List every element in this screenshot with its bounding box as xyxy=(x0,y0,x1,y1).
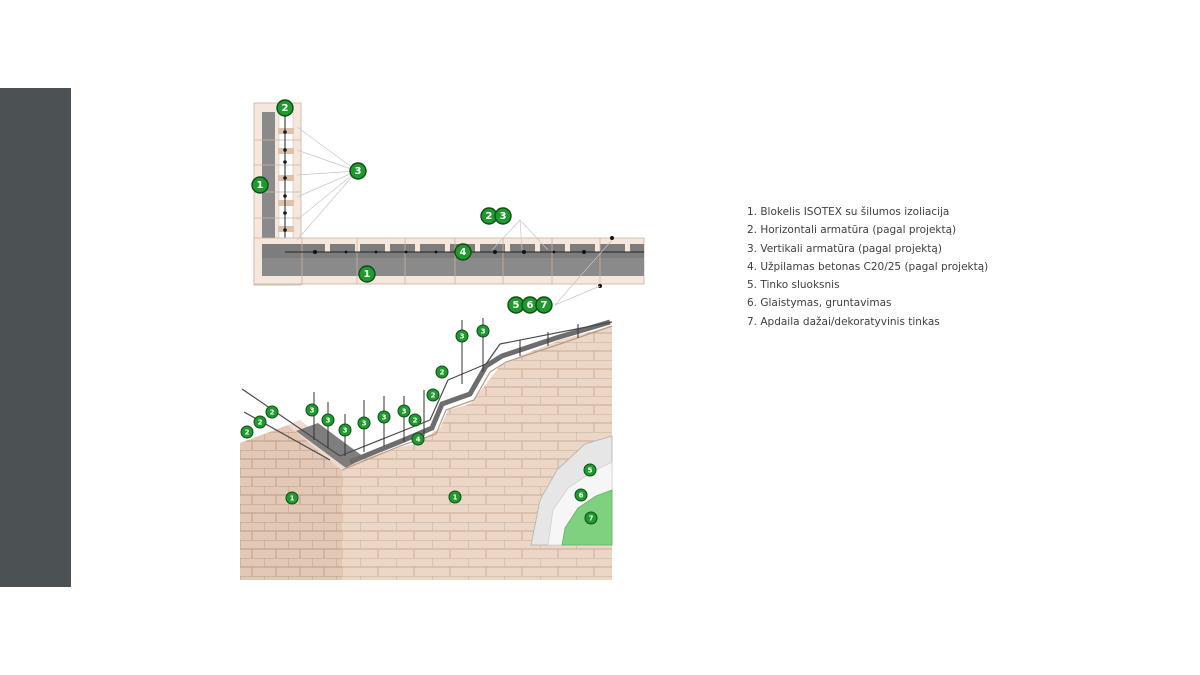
svg-text:3: 3 xyxy=(500,211,507,222)
svg-text:2: 2 xyxy=(486,211,493,222)
plan-badge-6: 4 xyxy=(454,243,472,261)
iso-badge-2: 3 xyxy=(476,324,490,338)
svg-text:2: 2 xyxy=(245,428,250,436)
iso-badge-7: 2 xyxy=(240,425,254,439)
svg-text:6: 6 xyxy=(579,491,584,499)
legend: 1. Blokelis ISOTEX su šilumos izoliacija… xyxy=(747,203,988,331)
iso-badge-6: 2 xyxy=(253,415,267,429)
side-band xyxy=(0,88,71,587)
iso-badge-19: 6 xyxy=(574,488,588,502)
iso-badge-11: 3 xyxy=(357,416,371,430)
plan-badge-4: 2 xyxy=(480,207,498,225)
iso-badge-9: 3 xyxy=(321,413,335,427)
svg-text:6: 6 xyxy=(527,300,534,311)
iso-badge-3: 2 xyxy=(435,365,449,379)
svg-text:3: 3 xyxy=(460,332,465,340)
iso-badge-8: 3 xyxy=(305,403,319,417)
legend-item-3: 3. Vertikali armatūra (pagal projektą) xyxy=(747,242,942,255)
svg-text:4: 4 xyxy=(460,247,467,258)
iso-badge-17: 1 xyxy=(448,490,462,504)
svg-text:1: 1 xyxy=(290,494,295,502)
svg-text:3: 3 xyxy=(343,426,348,434)
svg-text:1: 1 xyxy=(453,493,458,501)
legend-item-4: 4. Užpilamas betonas C20/25 (pagal proje… xyxy=(747,260,989,273)
plan-badge-2: 3 xyxy=(349,162,367,180)
svg-text:2: 2 xyxy=(413,416,418,424)
svg-text:5: 5 xyxy=(513,300,520,311)
svg-text:3: 3 xyxy=(310,406,315,414)
svg-text:3: 3 xyxy=(362,419,367,427)
iso-badge-15: 4 xyxy=(411,432,425,446)
svg-text:7: 7 xyxy=(541,300,548,311)
iso-badge-20: 7 xyxy=(584,511,598,525)
iso-badge-12: 3 xyxy=(377,410,391,424)
iso-badge-5: 2 xyxy=(265,405,279,419)
iso-badge-13: 3 xyxy=(397,404,411,418)
svg-text:2: 2 xyxy=(258,418,263,426)
legend-item-1: 1. Blokelis ISOTEX su šilumos izoliacija xyxy=(747,206,950,218)
legend-item-5: 5. Tinko sluoksnis xyxy=(747,279,840,292)
svg-text:5: 5 xyxy=(588,466,593,474)
svg-text:4: 4 xyxy=(416,435,421,443)
plan-badge-3: 1 xyxy=(251,176,269,194)
iso-badge-10: 3 xyxy=(338,423,352,437)
iso-badge-14: 2 xyxy=(408,413,422,427)
iso-badge-4: 2 xyxy=(426,388,440,402)
svg-text:3: 3 xyxy=(402,407,407,415)
svg-text:3: 3 xyxy=(382,413,387,421)
svg-text:3: 3 xyxy=(481,327,486,335)
svg-text:2: 2 xyxy=(431,391,436,399)
svg-text:2: 2 xyxy=(270,408,275,416)
iso-badge-18: 5 xyxy=(583,463,597,477)
plan-badge-1: 2 xyxy=(276,99,294,117)
svg-text:7: 7 xyxy=(589,514,594,522)
iso-badge-16: 1 xyxy=(285,491,299,505)
svg-text:2: 2 xyxy=(440,368,445,376)
svg-text:3: 3 xyxy=(326,416,331,424)
legend-item-2: 2. Horizontali armatūra (pagal projektą) xyxy=(747,224,957,237)
svg-text:1: 1 xyxy=(364,269,371,280)
plan-badge-10: 7 xyxy=(535,296,553,314)
legend-item-7: 7. Apdaila dažai/dekoratyvinis tinkas xyxy=(747,315,940,328)
legend-item-6: 6. Glaistymas, gruntavimas xyxy=(747,297,892,310)
iso-badge-1: 3 xyxy=(455,329,469,343)
svg-text:3: 3 xyxy=(355,166,362,177)
svg-text:1: 1 xyxy=(257,180,264,191)
plan-badge-5: 3 xyxy=(494,207,512,225)
plan-badge-7: 1 xyxy=(358,265,376,283)
svg-text:2: 2 xyxy=(282,103,289,114)
